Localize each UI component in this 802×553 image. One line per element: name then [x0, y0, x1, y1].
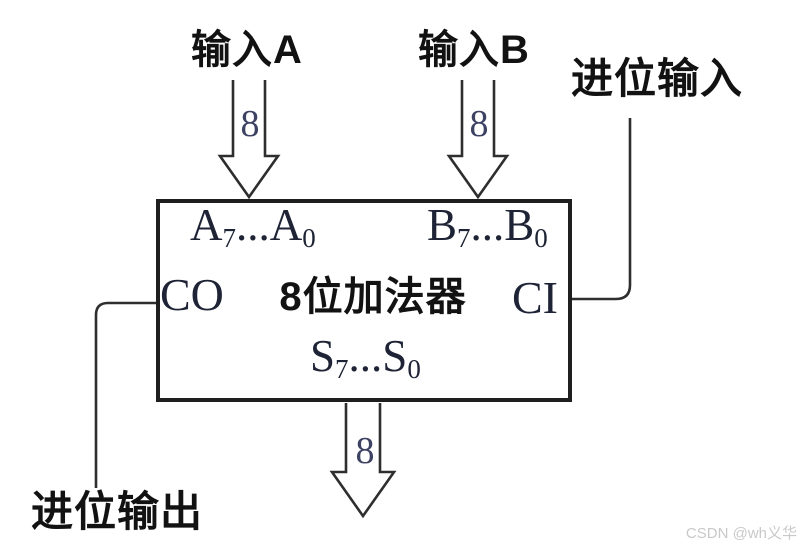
port-s-sub2: 0 [407, 353, 421, 384]
port-b-sub1: 7 [457, 222, 471, 253]
port-a-sub1: 7 [222, 222, 237, 253]
port-a-dots: ... [236, 200, 270, 250]
bus-width-s: 8 [355, 430, 375, 472]
bus-width-b: 8 [469, 103, 489, 145]
carry-out-wire [94, 301, 156, 488]
bus-arrow-a-icon [217, 80, 281, 200]
port-b-dots: ... [470, 200, 505, 250]
input-b-label: 输入B [418, 28, 530, 72]
port-s-label: S7...S0 [310, 331, 421, 383]
port-b-sub2: 0 [534, 222, 548, 253]
port-a-sub2: 0 [302, 222, 316, 253]
port-b-base2: B [504, 200, 535, 250]
carry-in-wire [572, 118, 632, 301]
port-s-base2: S [382, 331, 408, 381]
port-a-base2: A [269, 200, 303, 250]
port-a-base1: A [190, 200, 223, 250]
bus-arrow-s-icon [329, 403, 397, 519]
port-s-sub1: 7 [335, 353, 349, 384]
port-s-dots: ... [348, 331, 383, 381]
port-a-label: A7...A0 [190, 200, 316, 252]
carry-in-label: 进位输入 [571, 55, 744, 102]
adder-box [156, 199, 572, 402]
port-s-base1: S [310, 331, 336, 381]
adder-title: 8位加法器 [279, 275, 467, 319]
bus-width-a: 8 [240, 103, 260, 145]
watermark: CSDN @wh义华 [685, 525, 797, 542]
port-b-label: B7...B0 [427, 200, 548, 252]
carry-in-port-label: CI [512, 272, 558, 323]
carry-out-label: 进位输出 [31, 488, 204, 535]
input-a-label: 输入A [191, 28, 303, 72]
bus-arrow-b-icon [446, 80, 510, 200]
port-b-base1: B [427, 200, 458, 250]
carry-out-port-label: CO [160, 269, 224, 320]
